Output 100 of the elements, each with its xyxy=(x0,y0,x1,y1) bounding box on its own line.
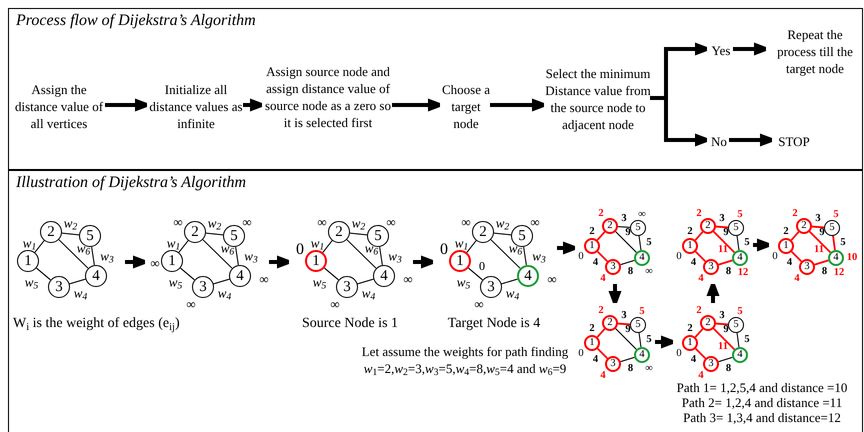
edge-label: 8 xyxy=(726,363,732,374)
graph-edge xyxy=(694,328,704,338)
graph-edge xyxy=(597,348,608,359)
graph-node: 3 xyxy=(605,356,621,372)
distance-label: 11 xyxy=(814,244,824,256)
graph-caption: W$_{i}$ is the weight of edges (e$_{ij}$) xyxy=(13,315,180,332)
edge-label: w$_{2}$ xyxy=(352,216,366,230)
graph-edge xyxy=(596,231,606,241)
step-text: Choose a target node xyxy=(441,80,491,132)
distance-label: ∞ xyxy=(259,272,269,286)
distance-label: 0 xyxy=(578,348,584,360)
distance-label: ∞ xyxy=(403,272,413,286)
distance-label: 4 xyxy=(698,370,704,382)
edge-label: w$_{5}$ xyxy=(168,276,182,288)
graph-edge xyxy=(490,239,521,269)
graph-node: 5 xyxy=(630,317,646,333)
graph-edge xyxy=(617,226,631,228)
graph-edge xyxy=(202,239,233,269)
graph-edge xyxy=(91,246,95,266)
edge-label: 4 xyxy=(690,257,696,268)
graph-edge xyxy=(718,260,733,266)
distance-label: ∞ xyxy=(530,216,540,228)
graph-edge xyxy=(349,232,368,236)
graph-edge xyxy=(695,348,706,359)
graph-edge xyxy=(736,332,740,348)
graph-edge xyxy=(523,246,527,266)
distance-label: 2 xyxy=(598,306,604,316)
edge-label: 5 xyxy=(744,238,750,248)
edge-label: 8 xyxy=(822,266,828,277)
distance-label: 4 xyxy=(698,274,704,284)
distance-label: 2 xyxy=(792,208,798,220)
edge-label: 4 xyxy=(786,257,792,268)
graph-node: 3 xyxy=(336,276,358,298)
edge-label: 8 xyxy=(726,266,732,277)
graph-edge xyxy=(618,322,630,326)
graph-edge xyxy=(468,268,484,280)
graph-edge xyxy=(615,328,637,350)
edge-label: w$_{1}$ xyxy=(166,236,180,249)
edge-label: 3 xyxy=(621,310,627,322)
graph-node: 1 xyxy=(449,250,471,272)
graph-edge xyxy=(718,356,733,362)
edge-label: 2 xyxy=(589,226,595,238)
graph-node: 4 xyxy=(517,265,539,287)
distance-label: 4 xyxy=(600,370,606,382)
graph-node: 5 xyxy=(728,220,744,236)
graph-node: 4 xyxy=(373,265,395,287)
note-text: Path 1= 1,2,5,4 and distance =10 xyxy=(676,380,848,395)
graph-edge xyxy=(36,268,52,280)
step-text: Repeat the process till the target node xyxy=(776,26,854,76)
edge-label: 4 xyxy=(690,354,696,365)
graph-edge xyxy=(357,278,374,284)
distance-label: ∞ xyxy=(638,210,646,220)
distance-label: 0 xyxy=(479,260,485,272)
graph-edge xyxy=(324,268,340,280)
edge-label: 2 xyxy=(783,226,789,238)
edge-label: w$_{3}$ xyxy=(532,250,546,262)
graph-node: 3 xyxy=(799,259,815,275)
distance-label: 0 xyxy=(772,252,778,262)
edge-label: w$_{5}$ xyxy=(312,276,326,288)
distance-label: ∞ xyxy=(645,266,653,278)
graph-edge xyxy=(58,239,89,269)
graph-edge xyxy=(178,240,189,253)
edge-label: 4 xyxy=(592,354,598,365)
graph-caption: Source Node is 1 xyxy=(302,315,398,332)
distance-label: ∞ xyxy=(330,298,340,310)
graph-node: 2 xyxy=(700,315,716,331)
graph-edge xyxy=(493,232,512,236)
step-text: Yes xyxy=(712,42,730,58)
edge-label: 5 xyxy=(646,334,652,346)
distance-label: 2 xyxy=(696,306,702,316)
distance-label: ∞ xyxy=(186,298,196,310)
distance-label: ∞ xyxy=(242,216,252,228)
edge-label: 5 xyxy=(744,334,750,346)
graph-node: 1 xyxy=(305,250,327,272)
graph-edge xyxy=(69,278,86,284)
graph-edge xyxy=(205,232,224,236)
graph-node: 2 xyxy=(602,218,618,234)
graph-edge xyxy=(180,268,196,280)
graph-node: 3 xyxy=(192,276,214,298)
distance-label: ∞ xyxy=(386,216,396,228)
edge-label: w$_{4}$ xyxy=(362,286,376,299)
distance-label: 12 xyxy=(834,268,844,278)
graph-edge xyxy=(213,278,230,284)
graph-node: 3 xyxy=(48,276,70,298)
graph-edge xyxy=(34,240,45,253)
distance-label: 12 xyxy=(738,268,748,278)
graph-node: 1 xyxy=(778,238,794,254)
graph-node: 1 xyxy=(17,250,39,272)
distance-label: 2 xyxy=(696,208,702,220)
graph-node: 2 xyxy=(700,218,716,234)
graph-edge xyxy=(809,231,831,253)
edge-label: w$_{2}$ xyxy=(496,216,510,230)
panel-title: Illustration of Dijekstra’s Algorithm xyxy=(16,173,246,193)
graph-node: 4 xyxy=(828,250,844,266)
graph-edge xyxy=(597,251,608,262)
graph-node: 5 xyxy=(79,225,101,247)
graph-node: 1 xyxy=(584,238,600,254)
step-text: STOP xyxy=(778,132,810,150)
edge-label: w$_{3}$ xyxy=(388,250,402,262)
graph-node: 5 xyxy=(223,225,245,247)
